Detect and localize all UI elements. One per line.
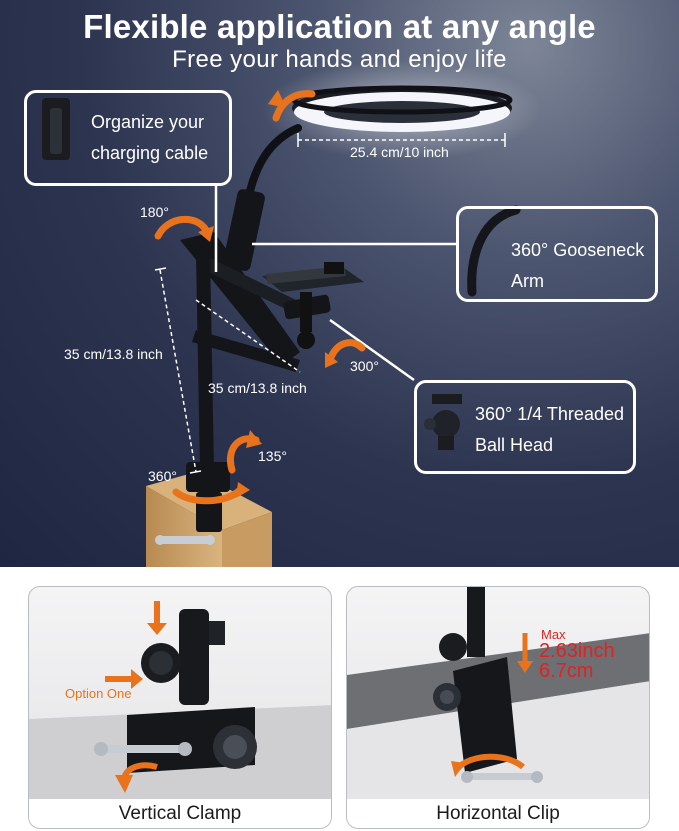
callout-cable-line1: Organize your xyxy=(91,112,205,132)
vertical-clamp-panel: Option One Vertical Clamp xyxy=(28,586,332,829)
horizontal-clip-illustration xyxy=(347,587,649,801)
cable-clip-icon xyxy=(42,98,70,160)
rotation-arrows xyxy=(154,90,366,505)
rotation-arrowheads xyxy=(198,90,338,498)
callout-cable-line2: charging cable xyxy=(91,143,209,163)
max-clip-label: Max xyxy=(541,627,566,642)
callout-connectors xyxy=(214,186,456,382)
phone-holder xyxy=(262,262,364,349)
vertical-clamp-caption: Vertical Clamp xyxy=(29,799,331,828)
lower-arm-length-label: 35 cm/13.8 inch xyxy=(208,380,307,396)
angle-300-label: 300° xyxy=(350,358,379,374)
angle-180-label: 180° xyxy=(140,204,169,220)
horizontal-clip-panel: Max 2.63inch 6.7cm Horizontal Clip xyxy=(346,586,650,829)
callout-ballhead: 360° 1/4 Threaded Ball Head xyxy=(414,380,636,474)
ring-light xyxy=(262,60,542,160)
max-clip-cm: 6.7cm xyxy=(539,660,594,682)
ring-diameter-label: 25.4 cm/10 inch xyxy=(350,144,449,160)
callout-cable: Organize your charging cable xyxy=(24,90,232,186)
gooseneck-arm-icon xyxy=(467,205,521,297)
max-clip-inch: 2.63inch xyxy=(539,640,615,662)
vertical-clamp-illustration xyxy=(29,601,331,801)
callout-gooseneck-line1: 360° Gooseneck xyxy=(511,240,645,260)
callout-ballhead-line2: Ball Head xyxy=(475,435,554,455)
hero-title: Flexible application at any angle xyxy=(83,8,596,45)
hero-section: Flexible application at any angle Free y… xyxy=(0,0,679,567)
callout-gooseneck-line2: Arm xyxy=(511,271,544,291)
ball-head-icon xyxy=(424,394,462,450)
lamp-illustration xyxy=(42,60,542,567)
option-one-label: Option One xyxy=(65,686,132,701)
angle-135-label: 135° xyxy=(258,448,287,464)
callout-ballhead-line1: 360° 1/4 Threaded xyxy=(475,404,624,424)
horizontal-clip-caption: Horizontal Clip xyxy=(347,799,649,828)
upper-arm-length-label: 35 cm/13.8 inch xyxy=(64,346,163,362)
hero-subtitle: Free your hands and enjoy life xyxy=(172,46,507,73)
boom-arm xyxy=(155,189,331,545)
callout-gooseneck: 360° Gooseneck Arm xyxy=(456,206,658,302)
dimension-lines xyxy=(154,133,506,474)
angle-360-label: 360° xyxy=(148,468,177,484)
